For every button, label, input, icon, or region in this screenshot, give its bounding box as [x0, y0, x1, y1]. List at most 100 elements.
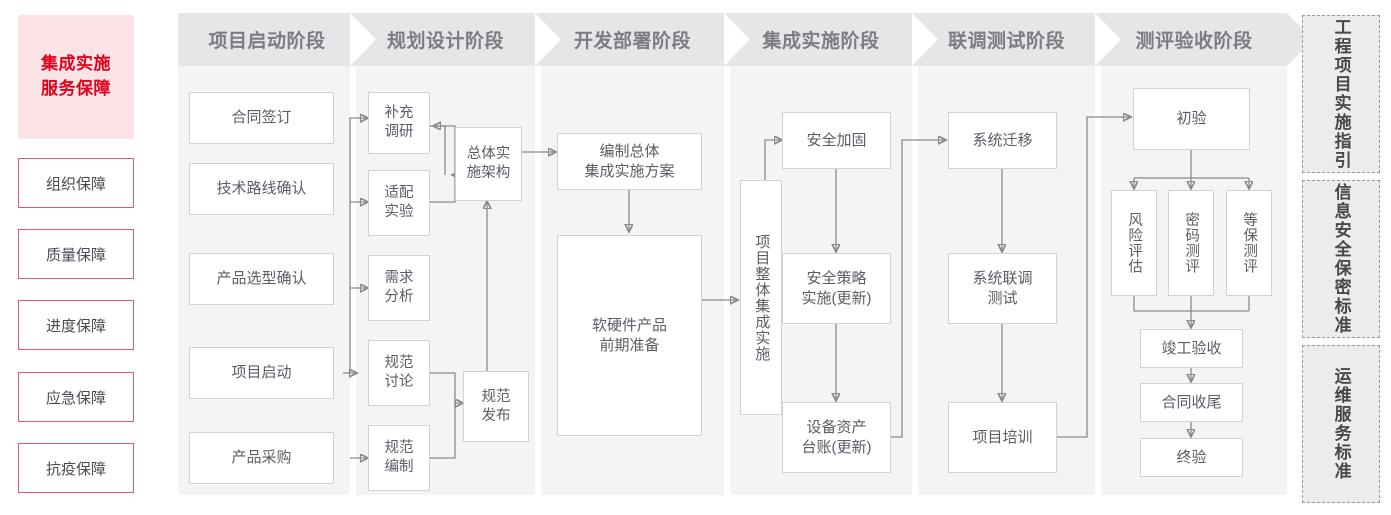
node-label: 产品采购 — [231, 449, 292, 467]
node-hardware-software-preparation[interactable]: 软硬件产品 前期准备 — [557, 235, 702, 436]
node-requirement-analysis[interactable]: 需求 分析 — [368, 255, 430, 321]
sidebar-item-label: 组织保障 — [45, 175, 106, 193]
sidebar-item-quality[interactable]: 质量保障 — [18, 229, 134, 279]
sidebar-title-line2: 服务保障 — [41, 79, 111, 98]
node-label-line1: 安全策略 — [806, 270, 867, 287]
right-sidebar-item-engineering-guide[interactable]: 工程项目实施指引 — [1302, 15, 1380, 173]
node-label-line2: 发布 — [481, 407, 511, 424]
phase-header-3[interactable]: 开发部署阶段 — [535, 13, 724, 66]
node-completion-acceptance[interactable]: 竣工验收 — [1140, 329, 1243, 368]
node-label: 系统迁移 — [972, 131, 1033, 149]
band-gap — [912, 66, 918, 495]
right-sidebar-item-ops-standard[interactable]: 运维服务标准 — [1302, 345, 1380, 503]
band-gap — [1095, 66, 1101, 495]
phase-header-2[interactable]: 规划设计阶段 — [350, 13, 535, 66]
node-supplementary-research[interactable]: 补充 调研 — [368, 92, 430, 154]
sidebar-item-label: 进度保障 — [45, 317, 106, 335]
node-label-line1: 规范 — [384, 440, 414, 457]
phase-header-label: 开发部署阶段 — [573, 31, 691, 52]
node-project-kickoff[interactable]: 项目启动 — [189, 347, 334, 399]
sidebar-item-label: 应急保障 — [45, 389, 106, 407]
node-overall-implementation-architecture[interactable]: 总体实 施架构 — [455, 127, 522, 201]
node-label-line1: 总体实 — [466, 146, 511, 163]
node-system-joint-debug-test[interactable]: 系统联调 测试 — [948, 253, 1057, 324]
node-contract-signing[interactable]: 合同签订 — [189, 92, 334, 144]
node-label: 合同收尾 — [1161, 393, 1222, 411]
sidebar-item-schedule[interactable]: 进度保障 — [18, 300, 134, 350]
node-label-line1: 适配 — [384, 185, 414, 202]
node-label-line1: 软硬件产品 — [591, 317, 667, 334]
node-final-acceptance[interactable]: 终验 — [1140, 438, 1243, 477]
band-gap — [535, 66, 541, 495]
node-label: 竣工验收 — [1161, 339, 1222, 357]
sidebar-title: 集成实施 服务保障 — [18, 15, 134, 139]
node-label-line2: 实验 — [384, 204, 414, 220]
right-sidebar-item-security-standard[interactable]: 信息安全保密标准 — [1302, 180, 1380, 338]
node-risk-assessment[interactable]: 风险评估 — [1111, 190, 1157, 296]
node-label: 合同签订 — [231, 109, 292, 127]
band-gap — [724, 66, 730, 495]
node-label-line2: 实施(更新) — [801, 289, 872, 307]
node-label-line1: 设备资产 — [806, 419, 867, 436]
node-label: 产品选型确认 — [216, 270, 307, 288]
node-label: 技术路线确认 — [216, 180, 307, 198]
phase-header-label: 测评验收阶段 — [1135, 31, 1253, 52]
node-label: 等保测评 — [1241, 212, 1258, 274]
node-label-line2: 集成实施方案 — [584, 162, 675, 180]
node-label-line1: 规范 — [384, 355, 414, 372]
node-label: 风险评估 — [1126, 212, 1143, 274]
node-label-line1: 补充 — [384, 105, 414, 122]
node-label: 密码测评 — [1183, 212, 1200, 274]
right-sidebar-item-label: 信息安全保密标准 — [1331, 183, 1351, 335]
sidebar-item-label: 抗疫保障 — [45, 460, 106, 478]
phase-header-label: 规划设计阶段 — [386, 31, 504, 52]
phase-header-4[interactable]: 集成实施阶段 — [724, 13, 912, 66]
node-label: 终验 — [1176, 448, 1207, 466]
node-label-line2: 讨论 — [384, 374, 414, 390]
node-preliminary-acceptance[interactable]: 初验 — [1133, 88, 1250, 150]
sidebar-title-line1: 集成实施 — [41, 54, 111, 74]
node-label-line2: 前期准备 — [599, 336, 660, 354]
node-security-policy-implementation[interactable]: 安全策略 实施(更新) — [782, 253, 891, 324]
node-label-line1: 需求 — [384, 270, 414, 287]
right-sidebar-item-label: 运维服务标准 — [1331, 367, 1351, 481]
node-overall-project-integration[interactable]: 项目整体集成实施 — [740, 180, 782, 415]
node-tech-route-confirm[interactable]: 技术路线确认 — [189, 163, 334, 215]
phase-header-label: 项目启动阶段 — [208, 31, 326, 52]
node-label: 项目培训 — [972, 428, 1033, 446]
node-label-line2: 编制 — [384, 459, 414, 475]
phase-header-1[interactable]: 项目启动阶段 — [178, 13, 350, 66]
sidebar-item-label: 质量保障 — [45, 246, 106, 264]
sidebar-item-organization[interactable]: 组织保障 — [18, 158, 134, 208]
node-product-selection-confirm[interactable]: 产品选型确认 — [189, 253, 334, 305]
phase-header-6[interactable]: 测评验收阶段 — [1095, 13, 1287, 66]
node-label-line2: 施架构 — [466, 165, 511, 181]
sidebar-item-epidemic[interactable]: 抗疫保障 — [18, 443, 134, 493]
node-label-line1: 规范 — [481, 388, 511, 405]
node-password-evaluation[interactable]: 密码测评 — [1168, 190, 1214, 296]
node-label: 项目整体集成实施 — [753, 233, 771, 362]
node-asset-ledger-update[interactable]: 设备资产 台账(更新) — [782, 402, 891, 473]
node-label-line2: 调研 — [384, 124, 414, 140]
node-product-procurement[interactable]: 产品采购 — [189, 432, 334, 484]
node-label-line1: 系统联调 — [972, 270, 1033, 287]
node-label-line1: 编制总体 — [599, 143, 660, 160]
node-label: 安全加固 — [806, 131, 867, 149]
phase-header-label: 集成实施阶段 — [762, 31, 880, 52]
node-contract-closeout[interactable]: 合同收尾 — [1140, 383, 1243, 422]
node-standard-release[interactable]: 规范 发布 — [463, 371, 529, 442]
node-standard-drafting[interactable]: 规范 编制 — [368, 425, 430, 491]
node-label: 初验 — [1176, 110, 1207, 128]
node-classified-protection-evaluation[interactable]: 等保测评 — [1226, 190, 1272, 296]
node-compile-overall-integration-plan[interactable]: 编制总体 集成实施方案 — [557, 133, 702, 190]
node-security-hardening[interactable]: 安全加固 — [782, 112, 891, 169]
phase-header-5[interactable]: 联调测试阶段 — [912, 13, 1095, 66]
node-adaptation-experiment[interactable]: 适配 实验 — [368, 170, 430, 236]
node-system-migration[interactable]: 系统迁移 — [948, 112, 1057, 169]
node-label-line2: 台账(更新) — [801, 438, 872, 456]
phase-header-label: 联调测试阶段 — [947, 31, 1065, 52]
node-standard-discussion[interactable]: 规范 讨论 — [368, 340, 430, 406]
node-project-training[interactable]: 项目培训 — [948, 402, 1057, 473]
sidebar-item-emergency[interactable]: 应急保障 — [18, 372, 134, 422]
